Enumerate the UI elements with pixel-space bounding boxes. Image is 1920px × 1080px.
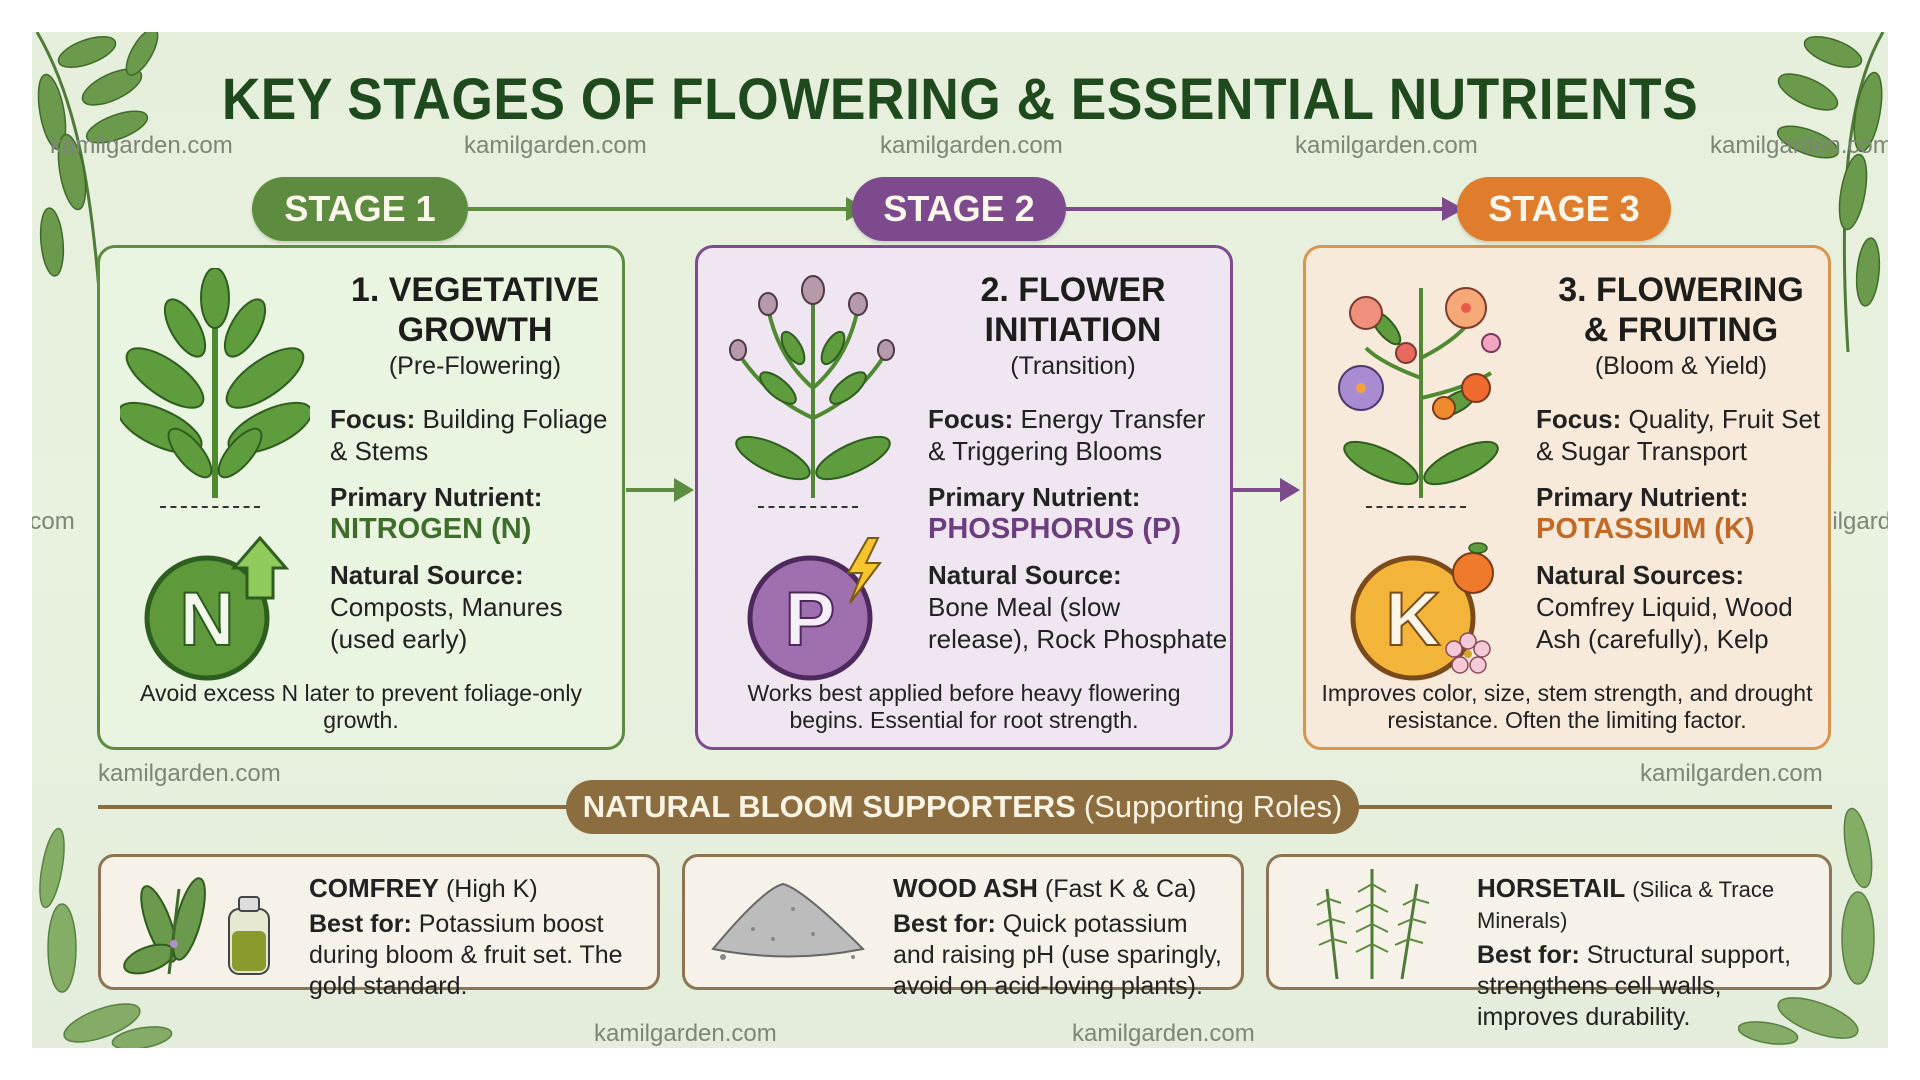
stage-1-note: Avoid excess N later to prevent foliage-…: [140, 680, 582, 733]
soil-line: [1366, 506, 1466, 508]
supporter-text: HORSETAIL (Silica & Trace Minerals) Best…: [1477, 873, 1792, 1031]
supporters-banner: NATURAL BLOOM SUPPORTERS (Supporting Rol…: [566, 780, 1359, 834]
vegetative-plant-icon: [120, 268, 310, 498]
stage-2-pill: STAGE 2: [852, 177, 1066, 241]
horsetail-plant-icon: [1316, 869, 1430, 979]
leaf-decoration-bottom-left-icon: [39, 827, 173, 1048]
watermark: kamilgarden.com: [50, 132, 233, 159]
stage-2-note: Works best applied before heavy flowerin…: [747, 680, 1181, 733]
leaf-decoration-bottom-right-icon: [1738, 807, 1875, 1045]
stage-2-card: P 2. FLOWER INITIATION (Transition) Focu…: [695, 245, 1233, 750]
soil-line: [758, 506, 858, 508]
flowering-fruiting-plant-icon: [1338, 287, 1501, 498]
stage-3-pill: STAGE 3: [1457, 177, 1671, 241]
stage-3-card: K 3. FLOWERING & FRUITING (Bloom & Yield…: [1303, 245, 1831, 750]
nutrient-name: NITROGEN (N): [330, 513, 532, 545]
watermark: kamilgarden.com: [1072, 1020, 1255, 1047]
ash-pile-icon: [711, 882, 866, 960]
supporter-card-comfrey: COMFREY (High K) Best for: Potassium boo…: [98, 854, 660, 1000]
supporter-text: WOOD ASH (Fast K & Ca) Best for: Quick p…: [893, 873, 1222, 1000]
arrow-stage2-to-stage3: [1066, 207, 1444, 211]
supporter-card-wood-ash: WOOD ASH (Fast K & Ca) Best for: Quick p…: [682, 854, 1244, 1000]
stage-3-note: Improves color, size, stem strength, and…: [1321, 680, 1813, 733]
potassium-fruit-flower-icon: K: [1350, 542, 1494, 681]
stage-1-subtitle: (Pre-Flowering): [388, 352, 562, 380]
stage-2-heading: 2. FLOWER INITIATION: [980, 271, 1166, 349]
infographic-canvas: KEY STAGES OF FLOWERING & ESSENTIAL NUTR…: [32, 32, 1888, 1048]
card-arrow-2-3: [1232, 488, 1284, 492]
stage-3-details: Focus: Quality, Fruit Set & Sugar Transp…: [1536, 404, 1821, 654]
card-arrow-1-2: [626, 488, 678, 492]
watermark: kamilgarden.com: [1640, 760, 1823, 787]
watermark: kamilgarden.com: [464, 132, 647, 159]
divider-right: [1357, 805, 1832, 809]
stage-3-subtitle: (Bloom & Yield): [1594, 352, 1768, 380]
watermark: kamilgarden.com: [594, 1020, 777, 1047]
watermark: kamilgarden.com: [98, 760, 281, 787]
supporter-card-horsetail: HORSETAIL (Silica & Trace Minerals) Best…: [1266, 854, 1832, 1031]
watermark: kamilgarden.com: [32, 508, 75, 535]
watermark: kamilgarden.com: [880, 132, 1063, 159]
arrow-stage1-to-stage2: [468, 207, 848, 211]
stage-3-heading: 3. FLOWERING & FRUITING: [1558, 271, 1804, 349]
stage-2-details: Focus: Energy Transfer & Triggering Bloo…: [928, 404, 1228, 654]
budding-plant-icon: [729, 275, 895, 498]
svg-text:K: K: [1386, 577, 1441, 662]
supporter-text: COMFREY (High K) Best for: Potassium boo…: [309, 873, 623, 1000]
stage-2-subtitle: (Transition): [1010, 352, 1136, 380]
watermark: kamilgarden.com: [1710, 132, 1888, 159]
stage-1-card: N 1. VEGETATIVE GROWTH (Pre-Flowering) F…: [97, 245, 625, 750]
nutrient-name: POTASSIUM (K): [1536, 513, 1755, 545]
divider-left: [98, 805, 568, 809]
stage-1-heading: 1. VEGETATIVE GROWTH: [350, 271, 600, 349]
stage-1-pill: STAGE 1: [252, 177, 468, 241]
page-title: KEY STAGES OF FLOWERING & ESSENTIAL NUTR…: [221, 67, 1699, 132]
phosphorus-lightning-icon: P: [747, 537, 882, 681]
svg-text:P: P: [785, 577, 836, 662]
nitrogen-up-arrow-icon: N: [144, 535, 290, 681]
svg-text:N: N: [180, 577, 235, 662]
stage-1-details: Focus: Building Foliage & Stems Primary …: [330, 404, 608, 654]
leaf-decoration-top-left-icon: [35, 32, 159, 332]
comfrey-bottle-icon: [123, 877, 270, 975]
leaf-decoration-top-right-icon: [1776, 32, 1885, 352]
soil-line: [160, 506, 260, 508]
arrow-head-icon: [674, 478, 694, 502]
nutrient-name: PHOSPHORUS (P): [928, 513, 1181, 545]
watermark: kamilgarden.com: [1295, 132, 1478, 159]
arrow-head-icon: [1280, 478, 1300, 502]
